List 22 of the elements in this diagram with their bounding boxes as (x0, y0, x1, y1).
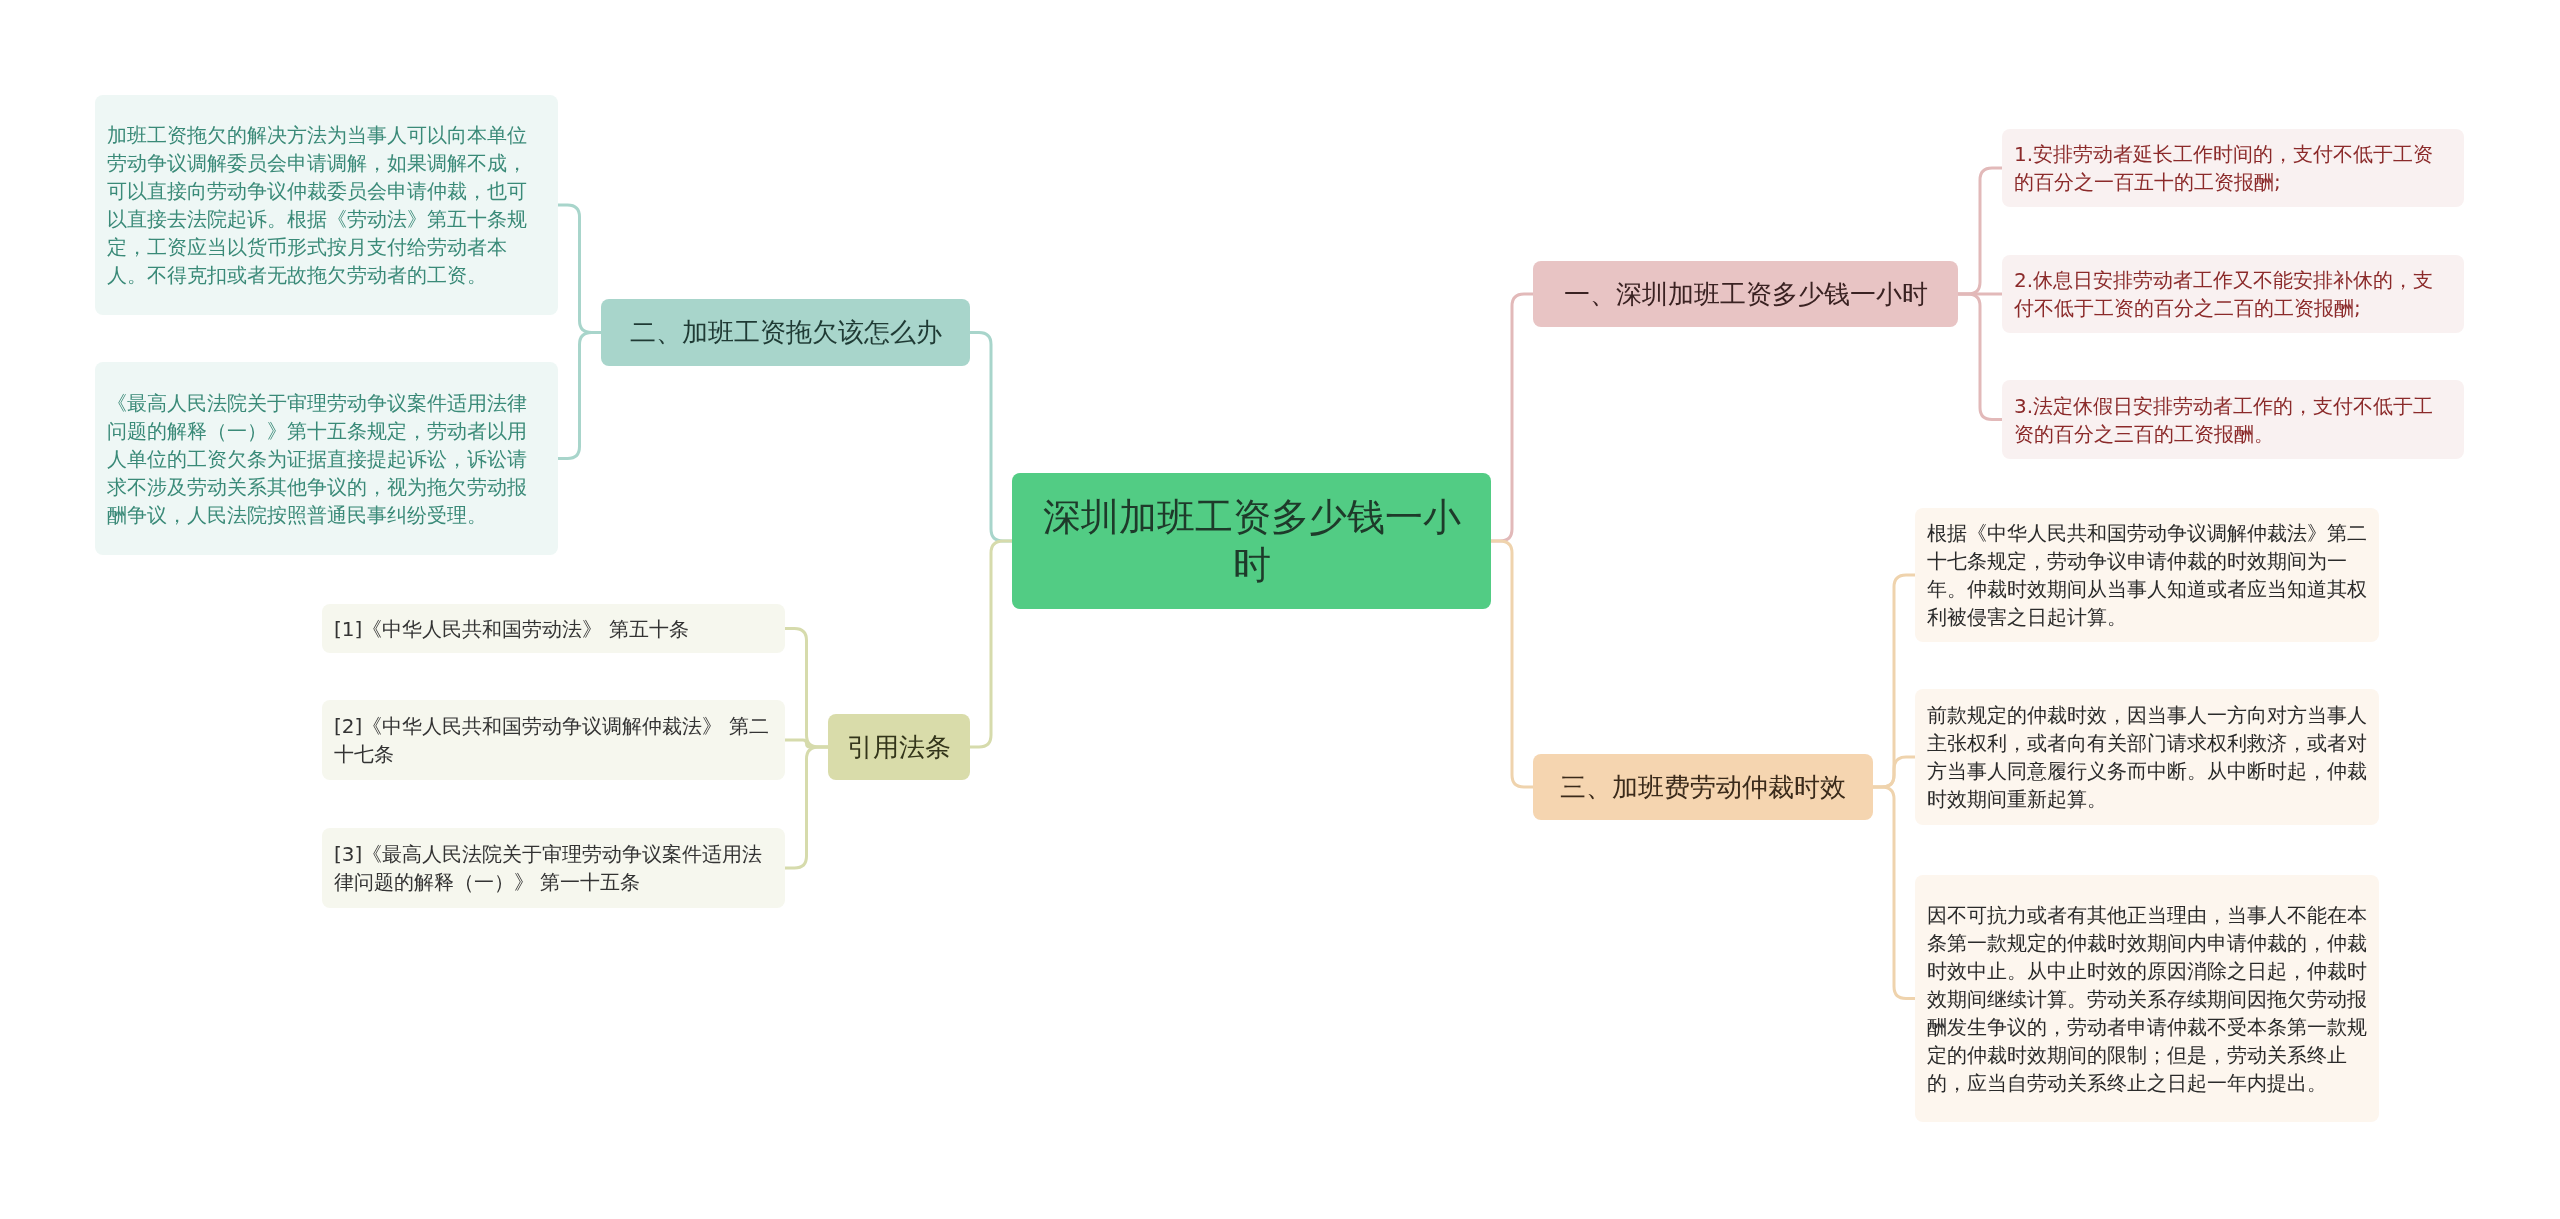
central-topic: 深圳加班工资多少钱一小时 (1012, 473, 1491, 609)
detail-note: [1]《中华人民共和国劳动法》 第五十条 (322, 604, 785, 653)
connector-line (1491, 539, 1533, 789)
detail-note: 根据《中华人民共和国劳动争议调解仲裁法》第二十七条规定，劳动争议申请仲裁的时效期间为一年。仲裁时效期间从当事人知道或者应当知道其权利被侵害之日起计算。 (1915, 508, 2379, 642)
branch-topic: 三、加班费劳动仲裁时效 (1533, 754, 1873, 820)
detail-note: 《最高人民法院关于审理劳动争议案件适用法律问题的解释（一）》第十五条规定，劳动者以用人单位的工资欠条为证据直接提起诉讼，诉讼请求不涉及劳动关系其他争议的，视为拖欠劳动报酬争议，人民法院按照普通民事纠纷受理。 (95, 362, 558, 555)
detail-note: 加班工资拖欠的解决方法为当事人可以向本单位劳动争议调解委员会申请调解，如果调解不成，可以直接向劳动争议仲裁委员会申请仲裁，也可以直接去法院起诉。根据《劳动法》第五十条规定，工资应当以货币形式按月支付给劳动者本人。不得克扣或者无故拖欠劳动者的工资。 (95, 95, 558, 315)
connector-line (785, 745, 828, 870)
detail-note: 1.安排劳动者延长工作时间的，支付不低于工资的百分之一百五十的工资报酬; (2002, 129, 2464, 207)
branch-topic: 二、加班工资拖欠该怎么办 (601, 299, 970, 366)
detail-note: 前款规定的仲裁时效，因当事人一方向对方当事人主张权利，或者向有关部门请求权利救济，或者对方当事人同意履行义务而中断。从中断时起，仲裁时效期间重新起算。 (1915, 689, 2379, 825)
connector-line (1873, 785, 1915, 1000)
detail-note: 因不可抗力或者有其他正当理由，当事人不能在本条第一款规定的仲裁时效期间内申请仲裁的，仲裁时效中止。从中止时效的原因消除之日起，仲裁时效期间继续计算。劳动关系存续期间因拖欠劳动报酬发生争议的，劳动者申请仲裁不受本条第一款规定的仲裁时效期间的限制；但是，劳动关系终止的，应当自劳动关系终止之日起一年内提出。 (1915, 875, 2379, 1122)
detail-note: 2.休息日安排劳动者工作又不能安排补休的，支付不低于工资的百分之二百的工资报酬; (2002, 255, 2464, 333)
branch-topic: 一、深圳加班工资多少钱一小时 (1533, 261, 1958, 327)
connector-line (970, 539, 1012, 749)
detail-note: [3]《最高人民法院关于审理劳动争议案件适用法律问题的解释（一）》 第一十五条 (322, 828, 785, 908)
detail-note: [2]《中华人民共和国劳动争议调解仲裁法》 第二十七条 (322, 700, 785, 780)
detail-note: 3.法定休假日安排劳动者工作的，支付不低于工资的百分之三百的工资报酬。 (2002, 380, 2464, 459)
connector-line (558, 331, 601, 460)
branch-topic: 引用法条 (828, 714, 970, 780)
connector-line (1958, 292, 2002, 421)
